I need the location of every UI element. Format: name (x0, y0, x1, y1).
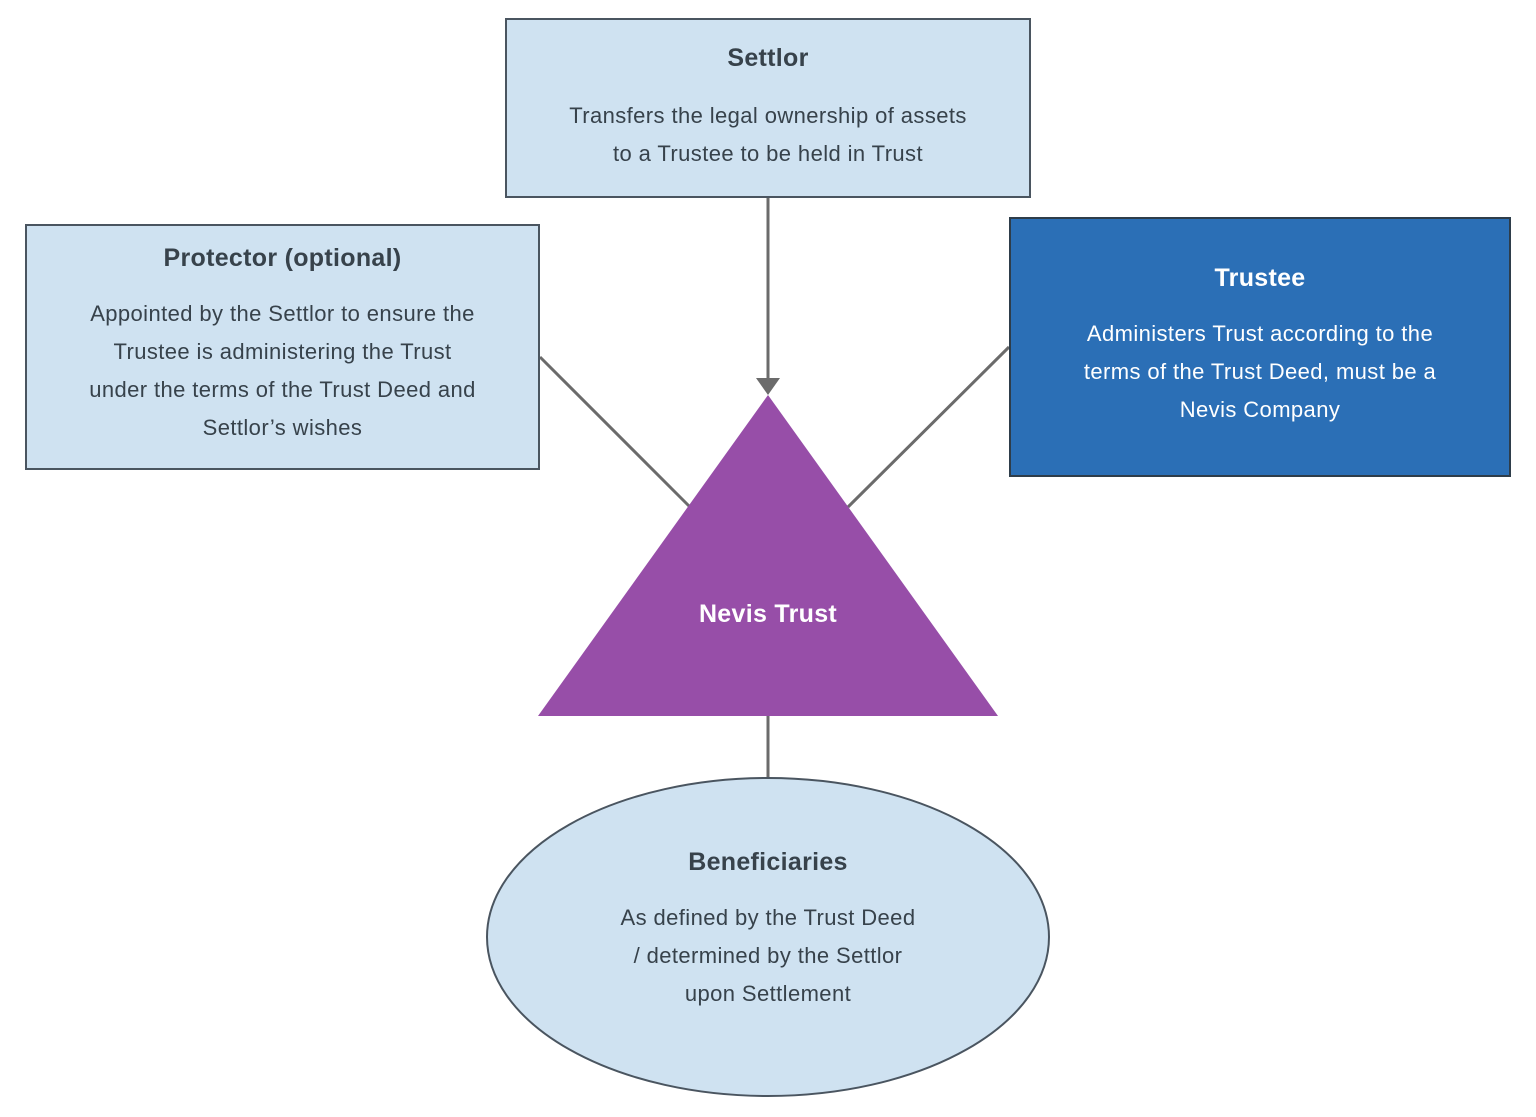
settlor-desc-line: Transfers the legal ownership of assets (569, 103, 967, 128)
connector-protector-trust (538, 355, 692, 509)
protector-desc-line: under the terms of the Trust Deed and (89, 377, 476, 402)
trustee-box: Trustee Administers Trust according to t… (1009, 217, 1511, 477)
settlor-title: Settlor (727, 44, 809, 72)
trustee-title: Trustee (1214, 264, 1306, 292)
connector-trustee-trust (846, 345, 1011, 509)
trustee-desc-line: Administers Trust according to the (1086, 321, 1434, 346)
settlor-desc-line: to a Trustee to be held in Trust (613, 141, 923, 166)
beneficiaries-ellipse (486, 777, 1050, 1097)
beneficiaries-desc-line: / determined by the Settlor (633, 943, 903, 968)
nevis-trust-label: Nevis Trust (698, 600, 838, 628)
protector-desc-line: Settlor’s wishes (202, 415, 363, 440)
beneficiaries-node: Beneficiaries As defined by the Trust De… (487, 778, 1049, 1097)
protector-box: Protector (optional) Appointed by the Se… (25, 224, 540, 470)
beneficiaries-desc-line: As defined by the Trust Deed (620, 905, 916, 930)
protector-desc-line: Appointed by the Settlor to ensure the (90, 301, 475, 326)
trustee-description: Administers Trust according to the terms… (1084, 315, 1436, 429)
protector-title: Protector (optional) (163, 244, 402, 272)
arrowhead-icon (756, 378, 780, 395)
settlor-box: Settlor Transfers the legal ownership of… (505, 18, 1031, 198)
settlor-description: Transfers the legal ownership of assets … (569, 97, 967, 173)
nevis-trust-triangle (538, 395, 998, 716)
protector-desc-line: Trustee is administering the Trust (113, 339, 452, 364)
protector-description: Appointed by the Settlor to ensure the T… (89, 295, 476, 447)
trustee-desc-line: terms of the Trust Deed, must be a (1083, 359, 1437, 384)
trustee-desc-line: Nevis Company (1179, 397, 1341, 422)
beneficiaries-description: As defined by the Trust Deed / determine… (621, 899, 916, 1013)
beneficiaries-desc-line: upon Settlement (684, 981, 852, 1006)
beneficiaries-title: Beneficiaries (688, 848, 848, 876)
